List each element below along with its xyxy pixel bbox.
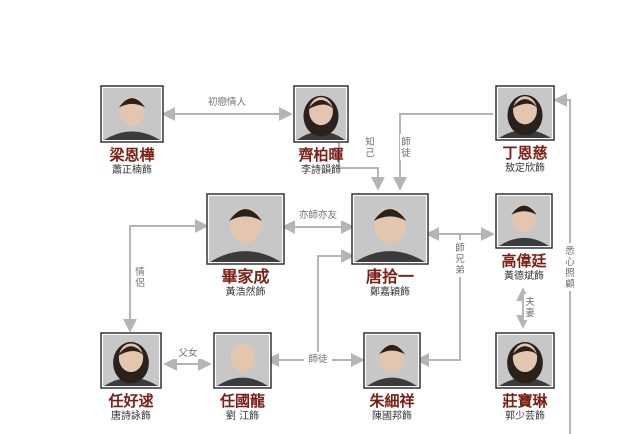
relation-label-text: 初戀情人 <box>208 96 247 108</box>
portrait-image <box>213 332 272 389</box>
edge-lovers <box>123 219 209 333</box>
relation-label-background <box>454 240 466 277</box>
relation-label-background <box>400 134 412 160</box>
actor-name: 黃德斌飾 <box>504 269 544 282</box>
relation-label-senior_brother: 師兄弟 <box>454 240 466 277</box>
character-name: 齊柏暉 <box>297 146 343 164</box>
portrait-shoulders <box>355 251 425 262</box>
portrait-image <box>363 332 421 389</box>
portrait-shoulders <box>104 131 160 140</box>
portrait-hair <box>229 209 262 221</box>
portrait-shoulders <box>217 377 268 386</box>
relation-label-background <box>524 294 536 320</box>
relation-label-background <box>174 346 202 359</box>
portrait-hair <box>118 98 146 108</box>
portrait-fringe <box>117 346 145 357</box>
edge-master-pupil-a <box>393 113 493 191</box>
relation-label-confidant: 知己 <box>364 134 376 160</box>
portrait-shoulders <box>367 377 417 386</box>
portrait-hair <box>379 344 405 355</box>
portrait-fringe <box>307 99 335 110</box>
relation-label-text: 情侶 <box>135 266 145 289</box>
portrait-shoulders <box>499 237 549 246</box>
relation-label-master_pupil_b: 師徒 <box>304 352 332 365</box>
actor-name: 敖定欣飾 <box>505 161 545 174</box>
portrait-image <box>495 193 553 249</box>
character-name: 高偉廷 <box>501 252 547 270</box>
character-name: 梁恩樺 <box>108 146 154 164</box>
relation-label-background <box>364 134 376 160</box>
person-nodes: 梁恩樺蕭正楠飾齊柏暉李詩韻飾丁恩慈敖定欣飾畢家成黃浩然飾唐拾一鄭嘉穎飾高偉廷黃德… <box>100 85 555 422</box>
relation-label-background <box>304 352 332 365</box>
relation-label-text: 師兄弟 <box>455 242 465 276</box>
portrait-image <box>293 85 349 143</box>
edge-confidant <box>338 142 385 191</box>
actor-name: 李詩韻飾 <box>301 163 341 176</box>
actor-name: 劉 江飾 <box>226 409 259 422</box>
actor-name: 郭少芸飾 <box>505 409 545 422</box>
portrait-fringe <box>511 346 539 357</box>
relation-label-text: 父女 <box>178 347 197 359</box>
edge-master-pupil-b-branch <box>317 249 355 360</box>
portrait-hair <box>373 209 407 221</box>
actor-name: 唐詩詠飾 <box>111 409 151 422</box>
relation-label-couple: 夫妻 <box>524 294 536 320</box>
actor-name: 陳國邦飾 <box>372 409 412 422</box>
relation-label-text: 悉心照顧 <box>565 245 575 290</box>
relation-label-text: 師徒 <box>401 136 411 159</box>
relation-label-text: 知己 <box>365 136 375 159</box>
relation-label-father_daughter: 父女 <box>174 346 202 359</box>
relation-label-background <box>564 243 576 291</box>
relation-label-mentor_friend: 亦師亦友 <box>294 208 342 221</box>
character-name: 任好逑 <box>107 392 153 410</box>
portrait-image <box>206 193 285 265</box>
character-name: 朱細祥 <box>369 392 414 410</box>
character-name: 任國龍 <box>219 392 265 410</box>
actor-name: 蕭正楠飾 <box>112 163 152 176</box>
portrait-face <box>230 343 255 373</box>
relation-label-text: 師徒 <box>308 353 328 365</box>
relation-label-background <box>203 95 251 108</box>
character-name: 莊寶琳 <box>502 392 548 410</box>
relation-label-master_pupil_a: 師徒 <box>400 134 412 160</box>
relation-label-care: 悉心照顧 <box>564 243 576 291</box>
portrait-hair <box>511 205 537 215</box>
character-name: 唐拾一 <box>366 267 414 286</box>
portrait-image <box>100 332 162 389</box>
character-name: 丁恩慈 <box>502 144 547 162</box>
character-name: 畢家成 <box>221 267 269 286</box>
relation-label-text: 夫妻 <box>525 296 535 319</box>
relation-label-background <box>294 208 342 221</box>
actor-name: 黃浩然飾 <box>226 285 266 298</box>
relation-label-text: 亦師亦友 <box>299 209 338 221</box>
portrait-fringe <box>511 99 539 109</box>
actor-name: 鄭嘉穎飾 <box>370 285 410 298</box>
relation-label-first_love: 初戀情人 <box>203 95 251 108</box>
portrait-image <box>351 193 429 265</box>
portrait-image <box>100 85 164 143</box>
portrait-shoulders <box>210 251 281 262</box>
relation-label-lovers: 情侶 <box>134 264 146 290</box>
portrait-image <box>495 85 555 141</box>
portrait-image <box>495 332 555 389</box>
edge-care <box>553 93 571 434</box>
relation-label-background <box>134 264 146 290</box>
